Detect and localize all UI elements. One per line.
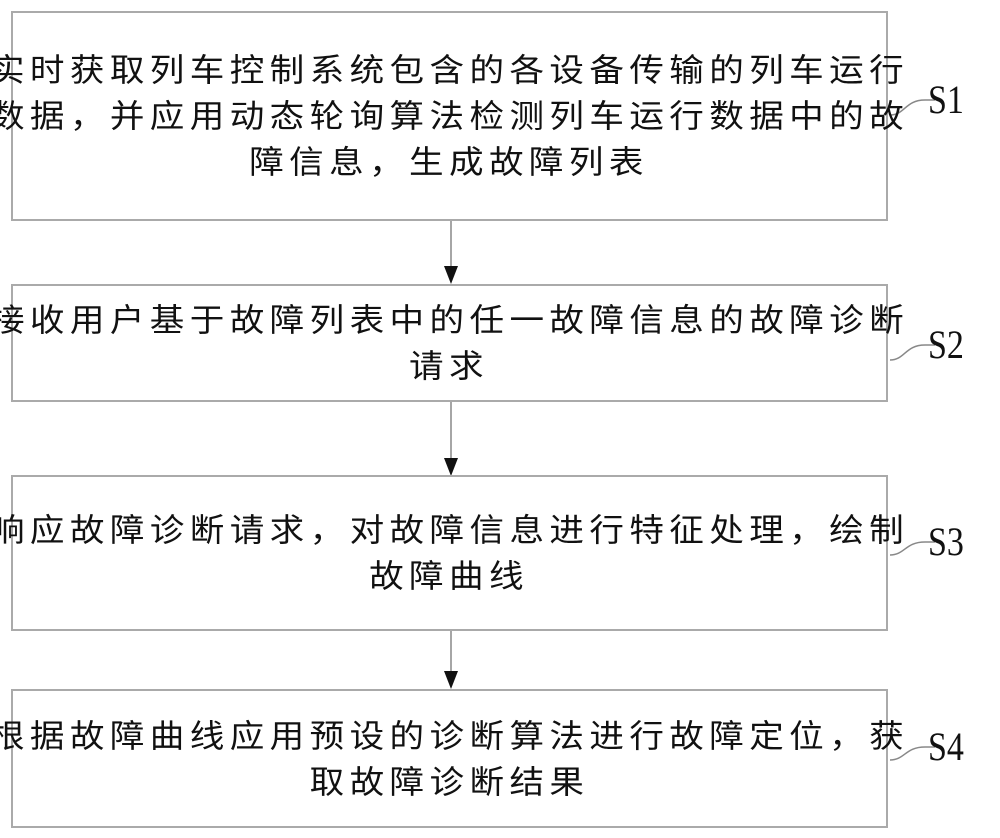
step-text-line: 数据，并应用动态轮询算法检测列车运行数据中的故 xyxy=(0,97,910,135)
step-label-s3: S3 xyxy=(928,519,964,564)
arrowhead-icon xyxy=(444,458,458,476)
step-box-s1: 实时获取列车控制系统包含的各设备传输的列车运行 数据，并应用动态轮询算法检测列车… xyxy=(0,11,904,221)
step-text-line: 根据故障曲线应用预设的诊断算法进行故障定位，获 xyxy=(0,716,910,755)
step-box-s2: 接收用户基于故障列表中的任一故障信息的故障诊断 请求 xyxy=(0,284,904,402)
leader-s2 xyxy=(889,344,935,361)
step-box-s4: 根据故障曲线应用预设的诊断算法进行故障定位，获 取故障诊断结果 xyxy=(0,689,904,828)
step-label-s2: S2 xyxy=(928,322,964,367)
step-text-line: 实时获取列车控制系统包含的各设备传输的列车运行 xyxy=(0,51,910,89)
step-text-line: 响应故障诊断请求，对故障信息进行特征处理，绘制 xyxy=(0,511,910,549)
step-label-s4: S4 xyxy=(928,724,964,769)
step-label-s1: S1 xyxy=(928,77,964,122)
step-text-line: 故障曲线 xyxy=(369,557,530,595)
arrowhead-icon xyxy=(444,671,458,689)
step-box-s3: 响应故障诊断请求，对故障信息进行特征处理，绘制 故障曲线 xyxy=(0,475,904,631)
leader-s3 xyxy=(889,541,935,556)
arrowhead-icon xyxy=(444,266,458,284)
step-text-line: 请求 xyxy=(409,347,490,385)
leader-s4 xyxy=(889,746,935,761)
step-text-line: 接收用户基于故障列表中的任一故障信息的故障诊断 xyxy=(0,301,910,339)
step-text-line: 障信息，生成故障列表 xyxy=(249,143,650,181)
step-text-line: 取故障诊断结果 xyxy=(309,762,590,801)
leader-s1 xyxy=(889,99,935,116)
